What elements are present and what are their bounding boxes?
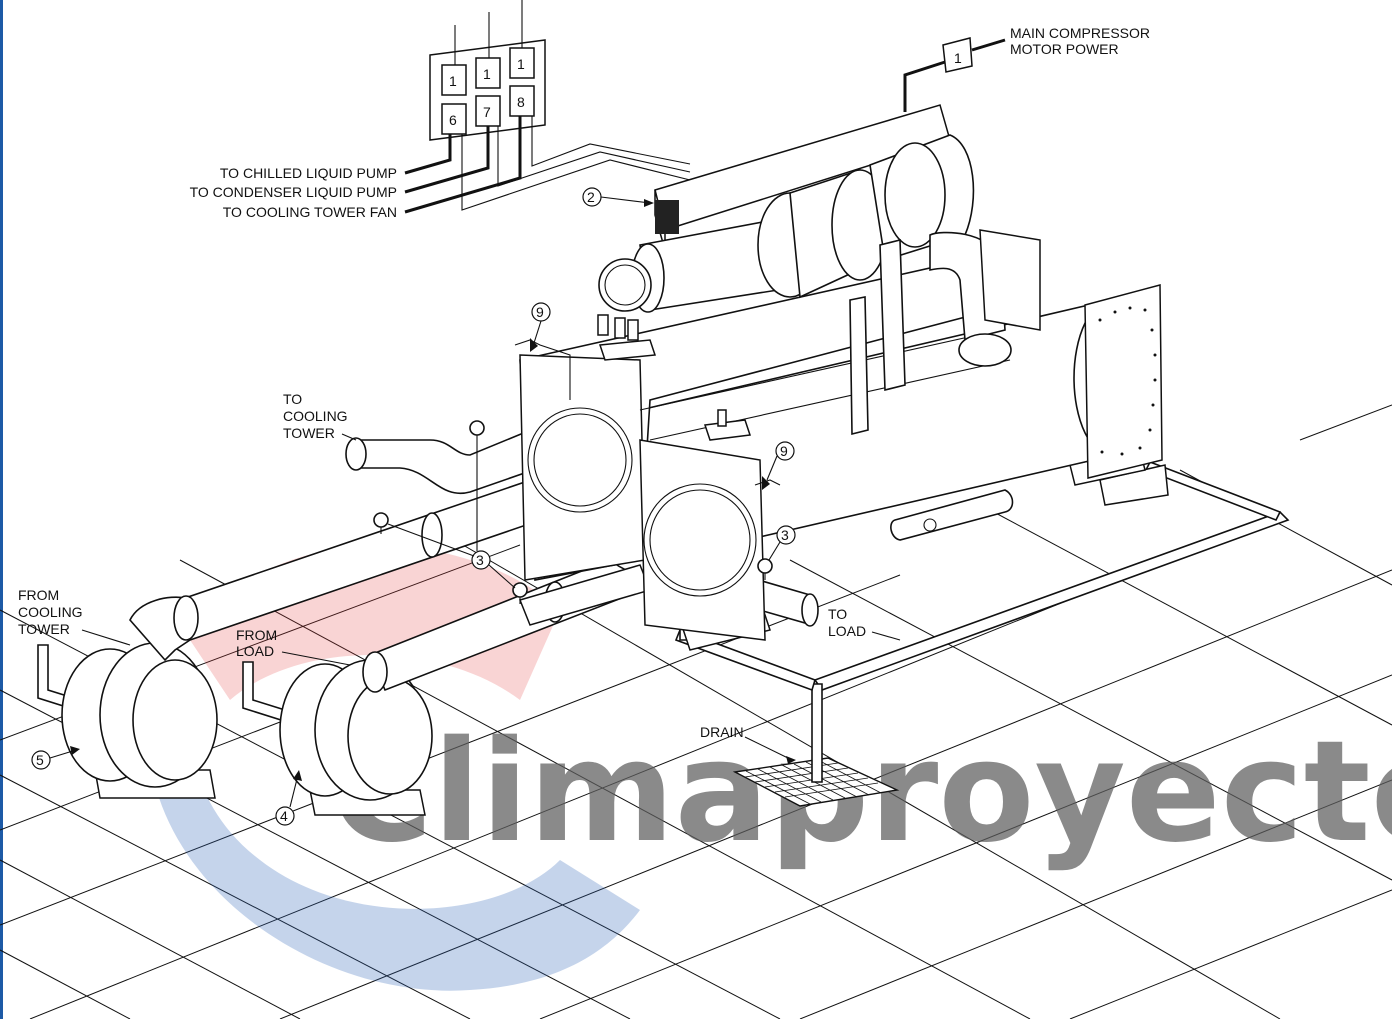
watermark-logo-blue: [150, 760, 640, 991]
svg-text:3: 3: [781, 527, 789, 543]
condenser-inlet-pipe: [129, 468, 576, 662]
panel-bottom-row: 6 7 8: [441, 85, 535, 135]
panel-top-row: 1 1 1: [441, 47, 535, 96]
callout-gauge-b: 3: [768, 525, 796, 561]
disconnect-panel: 1 1 1 6 7 8: [404, 0, 691, 214]
panel-box-top-1: 1: [449, 73, 457, 89]
callout-valve-b: 9: [766, 441, 795, 481]
label-drain: DRAIN: [700, 724, 744, 740]
label-from-tower-2: COOLING: [18, 604, 83, 620]
svg-text:9: 9: [780, 443, 788, 459]
condenser-pump: [37, 642, 218, 799]
flow-labels: TO COOLING TOWER FROM COOLING TOWER FROM…: [18, 391, 901, 764]
panel-box-8: 8: [517, 94, 525, 110]
callout-pump-5: 5: [31, 746, 80, 770]
chilled-pump: [242, 659, 433, 816]
pressure-gauges: [373, 420, 773, 604]
condenser-shell: [639, 284, 1163, 561]
oil-cooler: [890, 489, 1014, 541]
label-to-tower-1: TO: [283, 391, 302, 407]
wiring-labels: TO CHILLED LIQUID PUMP TO CONDENSER LIQU…: [190, 165, 397, 220]
main-power-box: 1: [954, 50, 962, 66]
main-power-label-line1: MAIN COMPRESSOR: [1010, 25, 1150, 41]
svg-text:3: 3: [476, 552, 484, 568]
svg-text:9: 9: [536, 304, 544, 320]
svg-text:4: 4: [280, 808, 288, 824]
panel-box-top-2: 1: [483, 66, 491, 82]
label-from-tower-3: TOWER: [18, 621, 70, 637]
relief-valves: [514, 338, 781, 490]
panel-box-7: 7: [483, 104, 491, 120]
callout-gauge-a: 3: [387, 442, 516, 589]
label-from-load-1: FROM: [236, 627, 277, 643]
label-tower-fan: TO COOLING TOWER FAN: [223, 204, 397, 220]
panel-box-6: 6: [449, 112, 457, 128]
callout-starter: 2: [582, 187, 654, 207]
svg-text:2: 2: [587, 189, 595, 205]
main-power-label-line2: MOTOR POWER: [1010, 41, 1119, 57]
label-to-tower-2: COOLING: [283, 408, 348, 424]
page-left-border: [0, 0, 3, 1019]
callout-pump-4: 4: [275, 770, 302, 826]
panel-box-top-3: 1: [517, 56, 525, 72]
svg-text:5: 5: [36, 752, 44, 768]
main-power: 1 MAIN COMPRESSOR MOTOR POWER: [903, 25, 1150, 112]
callout-valve-a: 9: [531, 302, 551, 344]
label-condenser-pump: TO CONDENSER LIQUID PUMP: [190, 184, 397, 200]
label-to-load-2: LOAD: [828, 623, 866, 639]
compressor-assembly: [597, 104, 1041, 441]
floor-grid: [0, 404, 1392, 1019]
label-from-load-2: LOAD: [236, 643, 274, 659]
label-chilled-pump: TO CHILLED LIQUID PUMP: [220, 165, 397, 181]
label-to-load-1: TO: [828, 606, 847, 622]
callouts: 2 9 9 3 3: [31, 187, 796, 826]
label-from-tower-1: FROM: [18, 587, 59, 603]
label-to-tower-3: TOWER: [283, 425, 335, 441]
